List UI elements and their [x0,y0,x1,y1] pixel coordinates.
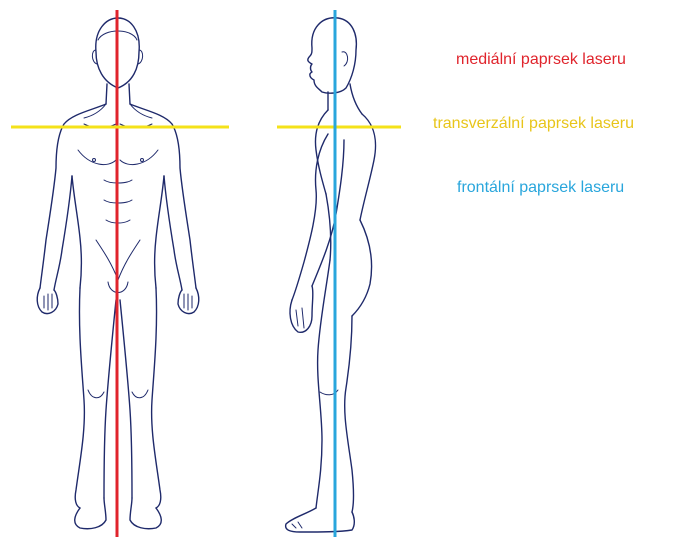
side-body-figure [286,18,376,532]
legend-transversal-label: transverzální paprsek laseru [433,114,634,134]
legend-frontal-label: frontální paprsek laseru [457,178,624,198]
legend-medial-label: mediální paprsek laseru [456,50,626,70]
